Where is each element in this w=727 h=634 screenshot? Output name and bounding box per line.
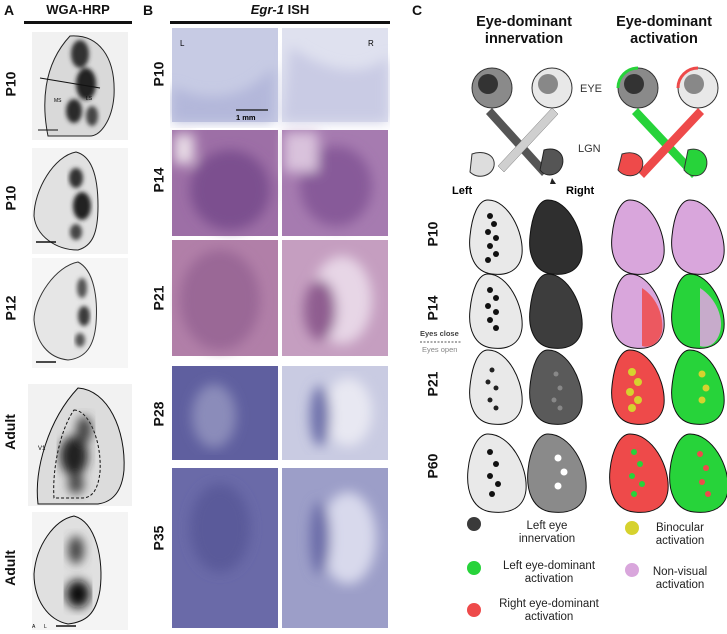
- schematic: EYE LGN Left Right Eyes close Eyes open: [420, 66, 727, 617]
- panel-a-row-4-label: Adult: [1, 414, 18, 450]
- col1-title-line2: innervation: [484, 31, 564, 47]
- legend-dot-nonvisual: [625, 563, 639, 577]
- panel-b-title-rest: ISH: [283, 2, 310, 17]
- legend-binocular-line1: Binocular: [656, 522, 704, 534]
- wga-section-adult-a: V1: [28, 384, 132, 506]
- ls-label: LS: [86, 96, 93, 102]
- legend-left-dominant-line1: Left eye-dominant: [502, 560, 596, 572]
- v1-label: V1: [38, 446, 46, 452]
- left-hemi-label: L: [180, 39, 185, 48]
- legend-left-eye: Left eye innervation: [492, 520, 602, 546]
- panel-a-rule: [24, 21, 132, 24]
- row-p60: [467, 433, 727, 513]
- legend-dot-right-dominant: [467, 603, 481, 617]
- panel-c-row-2-label: P14: [424, 295, 441, 321]
- panel-b-letter: B: [143, 2, 154, 18]
- panel-b-row-1-label: P10: [150, 61, 167, 87]
- panel-c-row-4-label: P60: [424, 453, 441, 479]
- wga-section-adult-b: A L: [32, 512, 128, 630]
- eyes-close-label: Eyes close: [420, 329, 459, 338]
- gene-name: Egr-1: [250, 2, 284, 17]
- ish-row-p28: [172, 366, 388, 460]
- panel-b-rule: [170, 21, 390, 24]
- panel-c-row-3-label: P21: [424, 371, 441, 397]
- panel-a-row-5-label: Adult: [1, 550, 18, 586]
- activation-eye-diagram: [616, 66, 719, 178]
- col2-title-line1: Eye-dominant: [616, 14, 712, 30]
- wga-hrp-sections: MS LS V1: [28, 32, 132, 630]
- legend-dot-left-eye: [467, 517, 481, 531]
- panel-b-title: Egr-1 ISH: [170, 2, 390, 17]
- wga-section-p10-b: [32, 148, 128, 254]
- legend-right-dominant-line2: activation: [524, 611, 574, 623]
- panel-a-row-2-label: P10: [2, 185, 19, 211]
- row-p21: [469, 349, 725, 425]
- eye-label: EYE: [580, 83, 602, 95]
- legend-nonvisual: Non-visual activation: [640, 566, 720, 592]
- axis-l-label: L: [44, 624, 47, 630]
- eyes-open-label: Eyes open: [422, 345, 457, 354]
- lgn-label: LGN: [578, 143, 601, 155]
- col1-title: Eye-dominant innervation: [454, 14, 594, 48]
- innervation-eye-diagram: EYE LGN: [469, 67, 602, 184]
- wga-section-p12: [32, 258, 128, 368]
- wga-section-p10-a: MS LS: [32, 32, 128, 140]
- panel-c-letter: C: [412, 2, 423, 18]
- legend-nonvisual-line1: Non-visual: [652, 566, 708, 578]
- legend-binocular: Binocular activation: [640, 522, 720, 548]
- egr1-ish-sections: L R 1 mm: [172, 28, 388, 628]
- right-hemi-label: R: [368, 39, 374, 48]
- legend-left-eye-line2: innervation: [518, 533, 576, 545]
- panel-a-row-3-label: P12: [2, 295, 19, 321]
- legend-dot-binocular: [625, 521, 639, 535]
- legend-right-dominant: Right eye-dominant activation: [482, 598, 616, 624]
- col2-title: Eye-dominant activation: [604, 14, 724, 48]
- legend-left-eye-line1: Left eye: [526, 520, 568, 532]
- panel-b-row-2-label: P14: [150, 167, 167, 193]
- legend-left-dominant-line2: activation: [524, 573, 574, 585]
- ms-label: MS: [54, 98, 62, 104]
- row-p10: [469, 199, 725, 275]
- panel-c-row-1-label: P10: [424, 221, 441, 247]
- col2-title-line2: activation: [630, 31, 698, 47]
- axis-a-label: A: [32, 624, 36, 630]
- panel-b-row-4-label: P28: [150, 401, 167, 427]
- ish-row-p10: L R 1 mm: [172, 28, 388, 122]
- panel-a-title: WGA-HRP: [46, 2, 110, 17]
- col1-title-line1: Eye-dominant: [476, 14, 572, 30]
- legend-right-dominant-line1: Right eye-dominant: [499, 598, 599, 610]
- panel-a-letter: A: [4, 2, 15, 18]
- left-label: Left: [452, 185, 473, 197]
- panel-b-row-5-label: P35: [150, 525, 167, 551]
- legend-left-dominant: Left eye-dominant activation: [486, 560, 612, 586]
- legend-nonvisual-line2: activation: [655, 579, 705, 591]
- legend-binocular-line2: activation: [655, 535, 705, 547]
- ish-row-p21: [172, 240, 388, 356]
- scale-bar-label: 1 mm: [236, 113, 256, 122]
- ish-row-p14: [172, 130, 388, 236]
- row-p14: [469, 273, 725, 349]
- panel-b-row-3-label: P21: [150, 285, 167, 311]
- panel-a-row-1-label: P10: [2, 71, 19, 97]
- ish-row-p35: [172, 468, 388, 628]
- right-label: Right: [566, 185, 594, 197]
- legend-dot-left-dominant: [467, 561, 481, 575]
